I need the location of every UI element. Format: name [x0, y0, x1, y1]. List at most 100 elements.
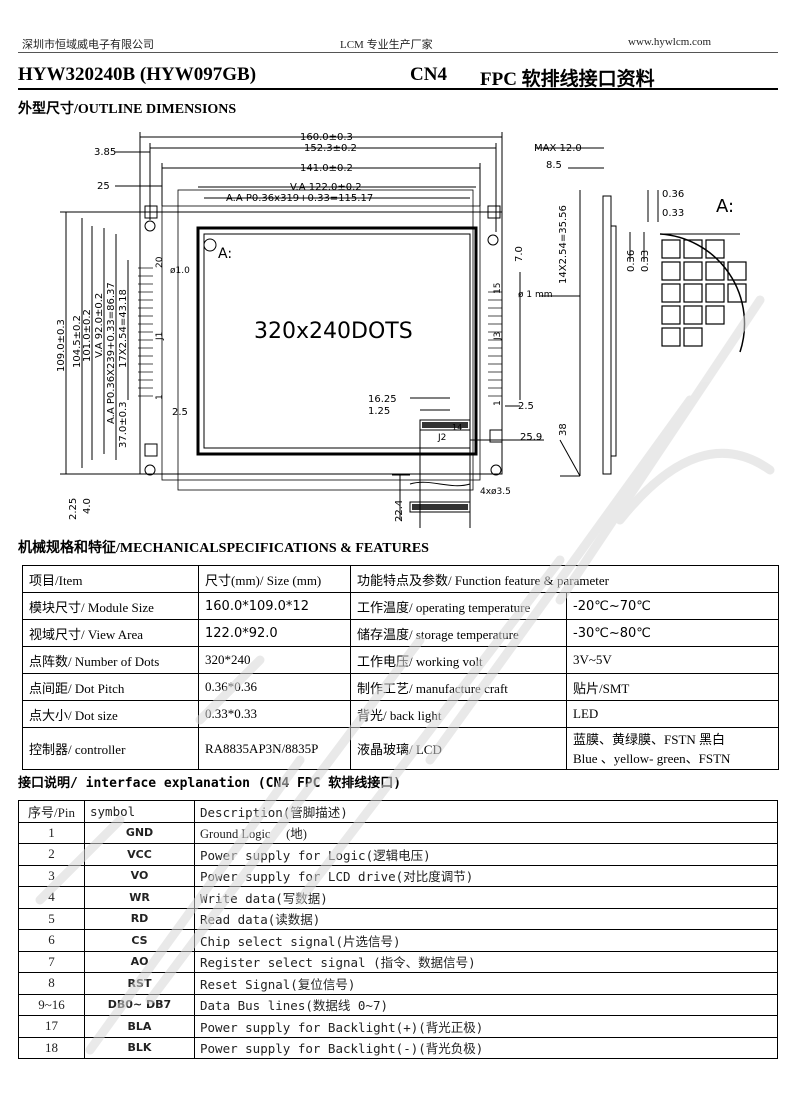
- spec-cell: RA8835AP3N/8835P: [198, 727, 351, 770]
- pin-number: 2: [18, 843, 85, 866]
- pin-20-label: 20: [155, 256, 165, 268]
- spec-head-size: 尺寸(mm)/ Size (mm): [198, 565, 351, 593]
- spec-cell: 制作工艺/ manufacture craft: [350, 673, 567, 701]
- pin-symbol: CS: [84, 929, 195, 952]
- spec-cell: 模块尺寸/ Module Size: [22, 592, 199, 620]
- spec-header-row: 项目/Item 尺寸(mm)/ Size (mm) 功能特点及参数/ Funct…: [22, 565, 779, 593]
- spec-cell: -30℃~80℃: [566, 619, 779, 647]
- dim-40: 4.0: [82, 498, 93, 514]
- pin-desc: Register select signal (指令、数据信号): [194, 950, 778, 973]
- pin-header-row: 序号/Pin symbol Description(管脚描述): [18, 800, 778, 823]
- dim-d1: ø1.0: [170, 266, 190, 276]
- section-interface: 接口说明/ interface explanation (CN4 FPC 软排线…: [18, 776, 402, 791]
- pin-desc: Power supply for Backlight(+)(背光正极): [194, 1015, 778, 1038]
- spec-cell: 0.33*0.33: [198, 700, 351, 728]
- lcd-view-area: [196, 226, 478, 456]
- spec-cell: 工作温度/ operating temperature: [350, 592, 567, 620]
- dim-17x: 17X2.54=43.18: [118, 289, 129, 368]
- pin-number: 9~16: [18, 993, 85, 1016]
- pin-symbol: BLK: [84, 1036, 195, 1059]
- pcb-outline: [139, 211, 503, 475]
- spec-cell: 储存温度/ storage temperature: [350, 619, 567, 647]
- dim-109: 109.0±0.3: [56, 319, 67, 372]
- pin-desc: Power supply for Logic(逻辑电压): [194, 843, 778, 866]
- j1-label: J1: [155, 332, 165, 341]
- spec-row: 点间距/ Dot Pitch 0.36*0.36 制作工艺/ manufactu…: [22, 673, 779, 701]
- header-website: www.hywlcm.com: [628, 36, 711, 48]
- pin-desc: Ground Logic (地): [194, 821, 778, 844]
- spec-row: 模块尺寸/ Module Size 160.0*109.0*12 工作温度/ o…: [22, 592, 779, 620]
- pin-symbol: BLA: [84, 1015, 195, 1038]
- spec-row: 点大小/ Dot size 0.33*0.33 背光/ back light L…: [22, 700, 779, 728]
- spec-row: 视域尺寸/ View Area 122.0*92.0 储存温度/ storage…: [22, 619, 779, 647]
- pin-number: 7: [18, 950, 85, 973]
- pin-symbol: VCC: [84, 843, 195, 866]
- pin-symbol: RST: [84, 972, 195, 995]
- dim-37: 37.0±0.3: [118, 401, 129, 448]
- pin-head: Description(管脚描述): [194, 800, 778, 823]
- header-rule: [18, 52, 778, 53]
- dim-85: 8.5: [546, 160, 562, 171]
- pin-symbol: RD: [84, 907, 195, 930]
- pin-head: 序号/Pin: [18, 800, 85, 823]
- dim-1625: 16.25: [368, 394, 397, 405]
- spec-table: 项目/Item 尺寸(mm)/ Size (mm) 功能特点及参数/ Funct…: [22, 565, 779, 770]
- pin-desc: Read data(读数据): [194, 907, 778, 930]
- dim-va92: V.A 92.0±0.2: [94, 293, 105, 358]
- pin-desc: Power supply for Backlight(-)(背光负极): [194, 1036, 778, 1059]
- pin-1-label: 1: [155, 394, 165, 400]
- pin-desc: Write data(写数据): [194, 886, 778, 909]
- dim-036-side: 0.36: [626, 250, 637, 272]
- spec-cell: 背光/ back light: [350, 700, 567, 728]
- spec-cell: 贴片/SMT: [566, 673, 779, 701]
- dim-d1mm: ø 1 mm: [518, 290, 553, 300]
- pin-symbol: DB0~ DB7: [84, 993, 195, 1016]
- spec-cell-lcd: 蓝膜、黄绿膜、FSTN 黑白 Blue 、yellow- green、FSTN: [566, 727, 779, 770]
- j3-label: J3: [493, 332, 503, 341]
- dim-38: 38: [558, 423, 569, 436]
- dim-033-side: 0.33: [640, 250, 651, 272]
- spec-cell: 3V~5V: [566, 646, 779, 674]
- detail-label-a: A:: [716, 196, 734, 217]
- a-mark: A:: [218, 246, 232, 262]
- spec-head-function: 功能特点及参数/ Function feature & parameter: [350, 565, 779, 593]
- dim-aa239: A.A P0.36X239+0.33=86.37: [106, 282, 117, 424]
- lcd-type-cn: 蓝膜、黄绿膜、FSTN 黑白: [573, 731, 726, 747]
- header-company: 深圳市恒域威电子有限公司: [22, 39, 154, 51]
- dim-25: 25: [97, 181, 110, 192]
- lcd-type-en: Blue 、yellow- green、FSTN: [573, 750, 731, 766]
- pin-number: 1: [18, 821, 85, 844]
- dim-max: MAX 12.0: [534, 143, 582, 154]
- pin-number: 17: [18, 1015, 85, 1038]
- pin-number: 5: [18, 907, 85, 930]
- spec-head-item: 项目/Item: [22, 565, 199, 593]
- pin-number: 4: [18, 886, 85, 909]
- spec-cell: 320*240: [198, 646, 351, 674]
- dim-385: 3.85: [94, 147, 116, 158]
- page-title: HYW320240B (HYW097GB) CN4 FPC 软排线接口资料: [18, 64, 778, 90]
- dim-033: 0.33: [662, 208, 684, 219]
- lcd-dots-label: 320x240DOTS: [254, 319, 413, 344]
- dim-25c: 2.5: [518, 401, 534, 412]
- pin-15-label: 15: [493, 283, 503, 294]
- dim-259: 25.9: [520, 432, 542, 443]
- pin-number: 18: [18, 1036, 85, 1059]
- pin-number: 3: [18, 864, 85, 887]
- pin-desc: Power supply for LCD drive(对比度调节): [194, 864, 778, 887]
- section-mech: 机械规格和特征/MECHANICALSPECIFICATIONS & FEATU…: [18, 541, 429, 556]
- pin-symbol: AO: [84, 950, 195, 973]
- dim-1045: 104.5±0.2: [72, 315, 83, 368]
- dim-225: 2.25: [68, 498, 79, 520]
- pin-desc: Reset Signal(复位信号): [194, 972, 778, 995]
- pin-symbol: VO: [84, 864, 195, 887]
- spec-row: 控制器/ controller RA8835AP3N/8835P 液晶玻璃/ L…: [22, 727, 779, 770]
- dim-va: V.A 122.0±0.2: [290, 182, 362, 193]
- dim-aa: A.A P0.36x319+0.33=115.17: [226, 193, 373, 204]
